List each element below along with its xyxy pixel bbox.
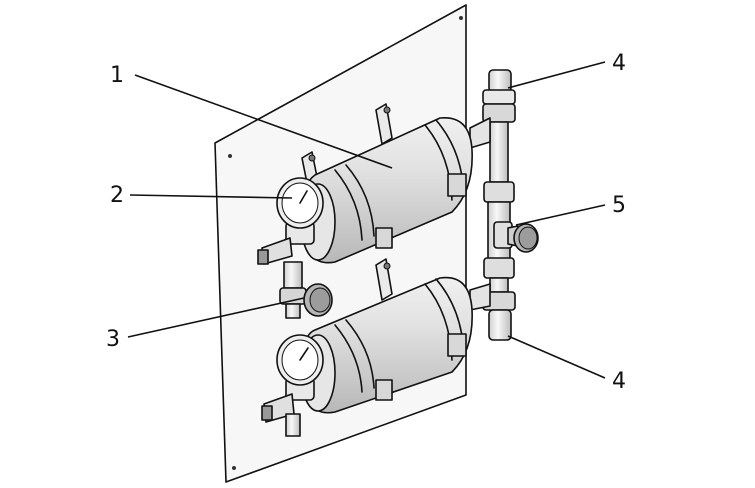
callout-1: 1 xyxy=(110,63,124,88)
leader-3 xyxy=(127,297,305,338)
leader-2 xyxy=(129,194,293,199)
lower-pressure-gauge xyxy=(261,334,324,437)
leader-4b xyxy=(507,335,606,379)
leader-lines xyxy=(127,61,606,379)
callout-labels: 1 2 3 4 5 4 xyxy=(106,51,626,394)
vertical-manifold-pipe xyxy=(469,69,516,341)
leader-1 xyxy=(134,74,393,169)
manifold-ball-valve xyxy=(493,221,539,253)
leader-5 xyxy=(515,204,606,226)
callout-2: 2 xyxy=(110,183,124,208)
callout-5: 5 xyxy=(612,193,626,218)
leader-4a xyxy=(507,61,606,89)
callout-4-bottom: 4 xyxy=(612,369,626,394)
callout-3: 3 xyxy=(106,327,120,352)
callout-4-top: 4 xyxy=(612,51,626,76)
upper-pressure-gauge xyxy=(257,177,324,265)
inlet-ball-valve xyxy=(279,261,333,319)
